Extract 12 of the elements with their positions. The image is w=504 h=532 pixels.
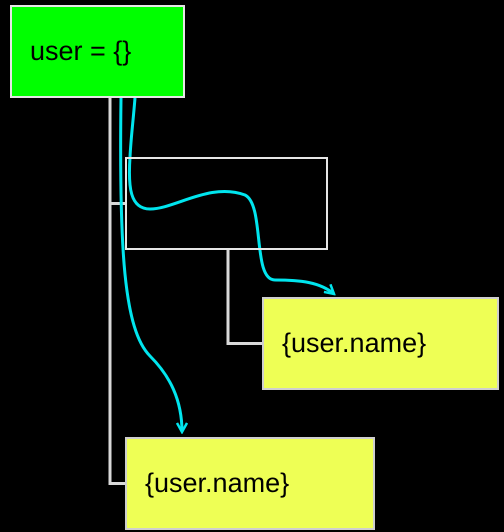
node-label: {user.name}: [145, 467, 290, 500]
output-box: [125, 437, 375, 530]
connector-line: [226, 250, 262, 345]
output-box: [262, 297, 499, 390]
node-label: user = {}: [30, 35, 132, 68]
curved-arrow: [128, 156, 336, 296]
node-label: {user.name}: [282, 327, 426, 360]
curved-arrow: [119, 98, 188, 434]
empty-box: [125, 157, 328, 250]
connector-line: [108, 98, 125, 485]
variable-box: [10, 5, 185, 98]
connector-line: [128, 98, 136, 158]
